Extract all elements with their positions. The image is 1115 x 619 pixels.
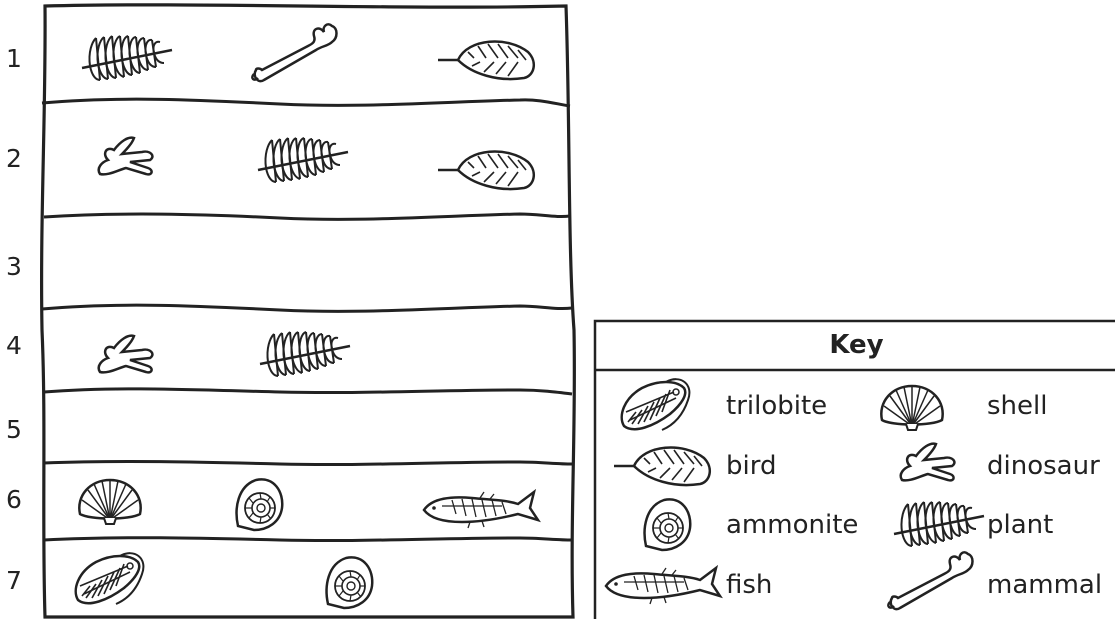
dinosaur-icon: [901, 444, 955, 481]
plant-icon: [260, 332, 350, 376]
layer-number-4: 4: [6, 333, 30, 358]
layer-number-2: 2: [6, 146, 30, 171]
layer-boundary-2-3: [44, 214, 570, 219]
bird-icon: [614, 448, 710, 486]
layer-number-5: 5: [6, 417, 30, 442]
layer-boundary-5-6: [44, 461, 572, 464]
layer-number-7: 7: [6, 568, 30, 593]
dinosaur-icon: [99, 138, 153, 175]
layer-boundary-4-5: [44, 389, 572, 394]
layer-boundary-1-2: [42, 99, 570, 106]
layer-boundary-6-7: [44, 538, 572, 541]
mammal-icon: [888, 552, 972, 609]
fish-icon: [424, 492, 538, 528]
layer-number-6: 6: [6, 487, 30, 512]
key-label-bird: bird: [726, 453, 776, 479]
key-title: Key: [598, 332, 1115, 358]
key-label-ammonite: ammonite: [726, 512, 858, 538]
ammonite-icon: [237, 479, 283, 530]
trilobite-icon: [76, 553, 144, 604]
plant-icon: [894, 502, 984, 546]
dinosaur-icon: [99, 336, 153, 373]
plant-icon: [258, 138, 348, 182]
bird-icon: [438, 42, 534, 80]
mammal-icon: [252, 24, 336, 81]
key-label-shell: shell: [987, 393, 1047, 419]
ammonite-icon: [645, 499, 691, 550]
fish-icon: [606, 568, 720, 604]
layer-number-1: 1: [6, 46, 30, 71]
layer-number-3: 3: [6, 254, 30, 279]
bird-icon: [438, 152, 534, 190]
layer-boundary-3-4: [42, 305, 572, 311]
shell-icon: [79, 480, 140, 524]
key-label-plant: plant: [987, 512, 1053, 538]
key-label-trilobite: trilobite: [726, 393, 827, 419]
plant-icon: [82, 36, 172, 80]
shell-icon: [881, 386, 942, 430]
trilobite-icon: [622, 379, 690, 430]
key-label-mammal: mammal: [987, 572, 1102, 598]
key-label-dinosaur: dinosaur: [987, 453, 1100, 479]
key-label-fish: fish: [726, 572, 772, 598]
ammonite-icon: [327, 557, 373, 608]
